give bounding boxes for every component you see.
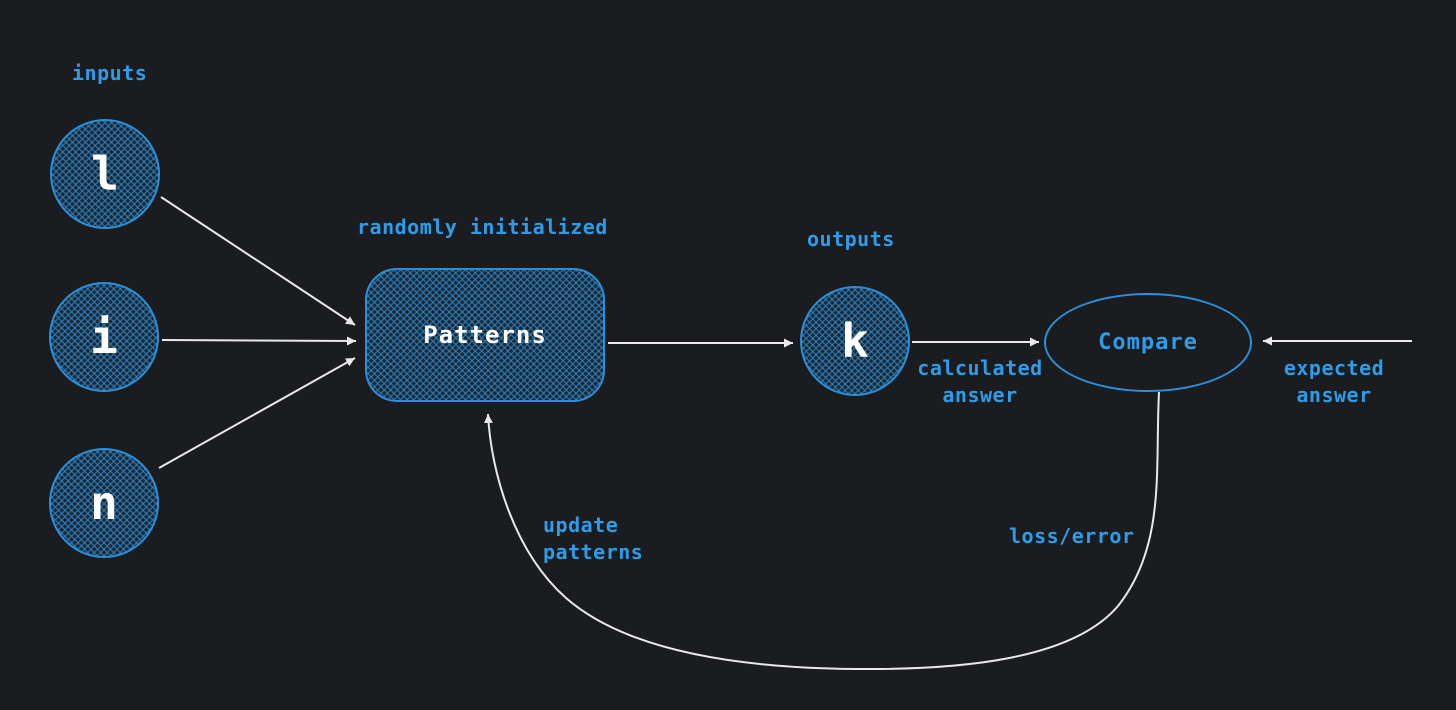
input-node-l: l: [50, 119, 160, 229]
input-node-i-letter: i: [90, 310, 118, 364]
randomly-initialized-label: randomly initialized: [357, 215, 608, 239]
patterns-node-label: Patterns: [423, 321, 547, 349]
arrow-input-n-to-patterns: [158, 357, 356, 469]
inputs-label: inputs: [72, 61, 148, 85]
patterns-node: Patterns: [365, 268, 605, 402]
input-node-l-letter: l: [91, 147, 119, 201]
compare-node: Compare: [1044, 293, 1252, 392]
compare-node-label: Compare: [1098, 330, 1198, 355]
calculated-answer-label: calculated answer: [917, 356, 1043, 407]
expected-answer-label: expected answer: [1283, 356, 1385, 407]
update-patterns-label: update patterns: [543, 513, 644, 564]
output-node-k-letter: k: [841, 314, 869, 368]
input-node-n: n: [49, 448, 159, 558]
input-node-i: i: [49, 282, 159, 392]
arrow-loss-feedback-loop: [483, 391, 1160, 671]
arrow-input-i-to-patterns: [161, 336, 357, 346]
input-node-n-letter: n: [90, 476, 118, 530]
outputs-label: outputs: [807, 227, 895, 251]
arrow-input-l-to-patterns: [160, 196, 356, 326]
output-node-k: k: [800, 286, 910, 396]
loss-error-label: loss/error: [1009, 524, 1135, 548]
